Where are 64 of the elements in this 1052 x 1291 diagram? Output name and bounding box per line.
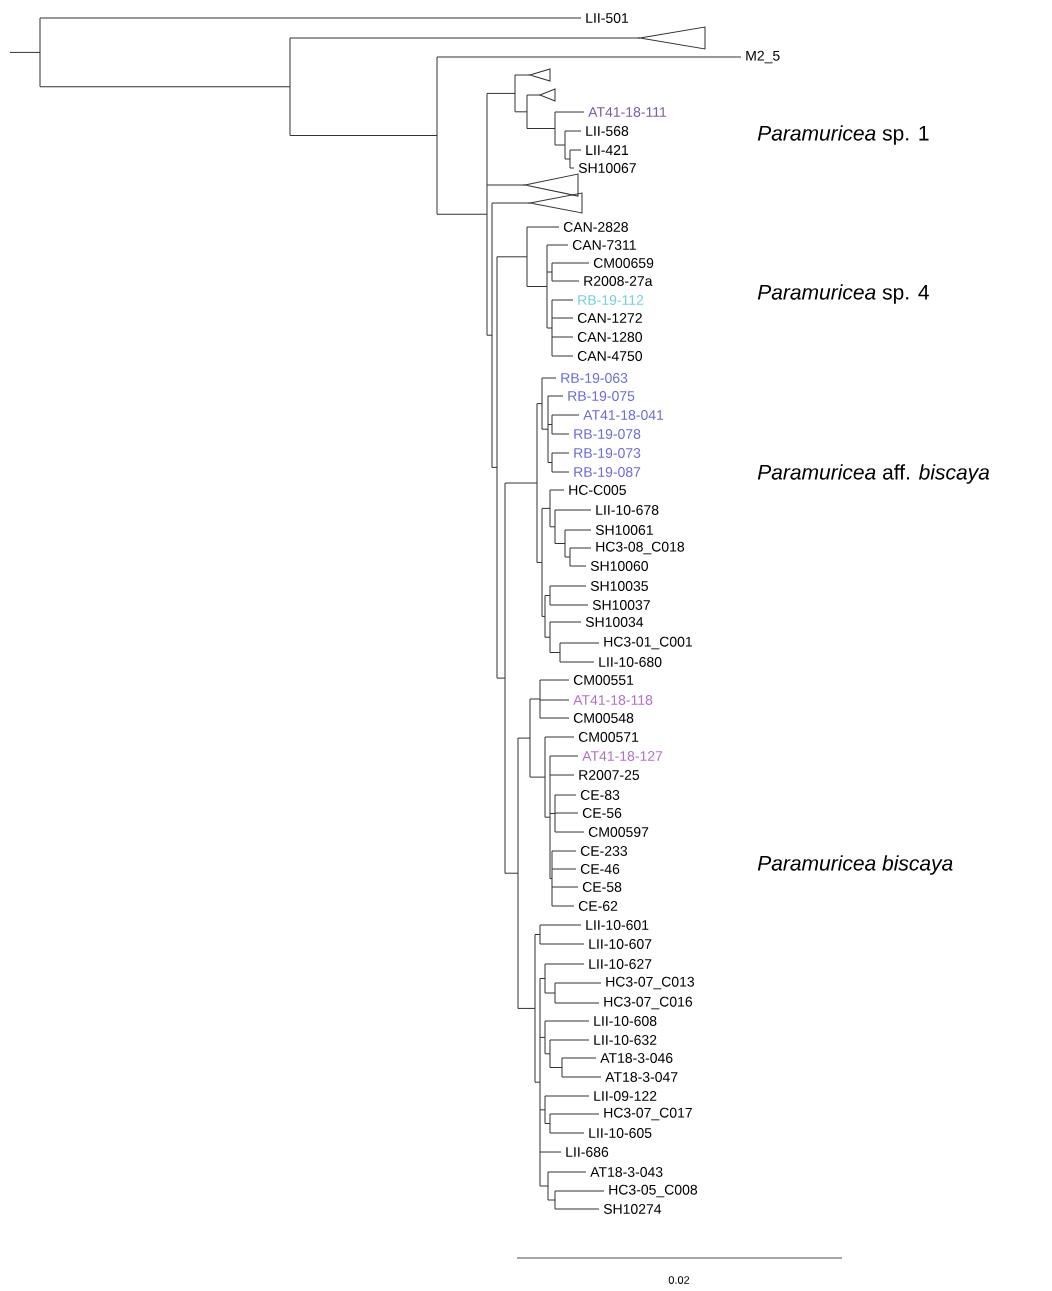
tip-label: SH10037 (592, 600, 650, 610)
clade-label: Paramuricea biscaya (757, 855, 953, 875)
tip-label: AT18-3-046 (600, 1053, 673, 1063)
tip-label: RB-19-087 (574, 467, 641, 477)
tip-label: RB-19-112 (578, 295, 644, 305)
tip-label: SH10060 (590, 561, 649, 571)
scale-label: 0.02 (668, 1276, 690, 1284)
tip-label: CAN-7311 (572, 240, 636, 250)
tip-label: SH10034 (585, 617, 644, 627)
tip-label: LII-10-680 (599, 657, 662, 667)
tip-label: HC3-07_C016 (604, 996, 693, 1010)
tip-label: AT41-18-118 (573, 695, 653, 705)
tip-label: RB-19-073 (574, 448, 641, 458)
tip-label: HC3-01_C001 (604, 636, 692, 650)
tip-label: HC3-07_C017 (604, 1107, 692, 1121)
tip-label: CM00571 (578, 732, 639, 742)
tip-label: HC-C005 (569, 485, 626, 495)
tip-label: CE-58 (582, 882, 622, 892)
tip-label: LII-10-608 (594, 1016, 657, 1026)
tip-label: CAN-2828 (563, 222, 628, 232)
tip-label: LII-568 (586, 126, 629, 136)
tip-label: CM00659 (593, 258, 654, 268)
tip-label: CAN-1272 (577, 313, 642, 323)
tip-label: AT41-18-111 (588, 107, 667, 117)
tip-label: AT18-3-043 (590, 1167, 663, 1177)
tip-label: R2007-25 (579, 770, 640, 780)
tip-label: HC3-08_C018 (596, 541, 685, 555)
tip-label: CE-83 (580, 790, 620, 800)
tip-label: LII-10-632 (594, 1035, 657, 1045)
tip-label: CE-62 (578, 901, 618, 911)
tip-label: LII-10-601 (586, 920, 649, 930)
tip-label: AT18-3-047 (605, 1072, 678, 1082)
tip-label: CM00548 (573, 713, 634, 723)
tip-label: LII-501 (586, 13, 629, 23)
tip-label: CE-233 (580, 846, 628, 856)
tip-label: RB-19-063 (561, 373, 628, 383)
tip-label: AT41-18-127 (582, 751, 663, 761)
tip-label: CAN-1280 (577, 332, 642, 342)
tip-label: RB-19-078 (574, 429, 641, 439)
tip-label: CE-56 (582, 808, 622, 818)
tip-label: CM00551 (573, 675, 634, 685)
tip-label: SH10274 (603, 1204, 662, 1214)
clade-label: Paramuricea aff. biscaya (757, 464, 990, 484)
tip-label: SH10035 (590, 581, 648, 591)
tip-label: LII-10-678 (596, 505, 659, 515)
tip-label: LII-10-605 (589, 1128, 652, 1138)
tip-label: LII-09-122 (594, 1091, 657, 1101)
tip-label: RB-19-075 (568, 391, 635, 401)
tip-label: LII-10-607 (589, 939, 652, 949)
tip-label: HC3-07_C013 (606, 976, 695, 990)
tip-label: M2_5 (746, 50, 780, 64)
tip-label: AT41-18-041 (583, 410, 664, 420)
tip-label: SH10067 (578, 163, 636, 173)
tip-label: CM00597 (588, 827, 649, 837)
clade-label: Paramuricea sp. 1 (757, 125, 929, 145)
tip-label: LII-421 (586, 145, 629, 155)
tip-label: CAN-4750 (577, 351, 642, 361)
clade-label: Paramuricea sp. 4 (757, 284, 929, 304)
tip-label: R2008-27a (584, 276, 653, 286)
tip-label: LII-10-627 (589, 959, 652, 969)
tip-label: CE-46 (580, 864, 620, 874)
tip-label: HC3-05_C008 (609, 1184, 698, 1198)
tip-label: SH10061 (595, 525, 653, 535)
tip-label: LII-686 (566, 1147, 609, 1157)
